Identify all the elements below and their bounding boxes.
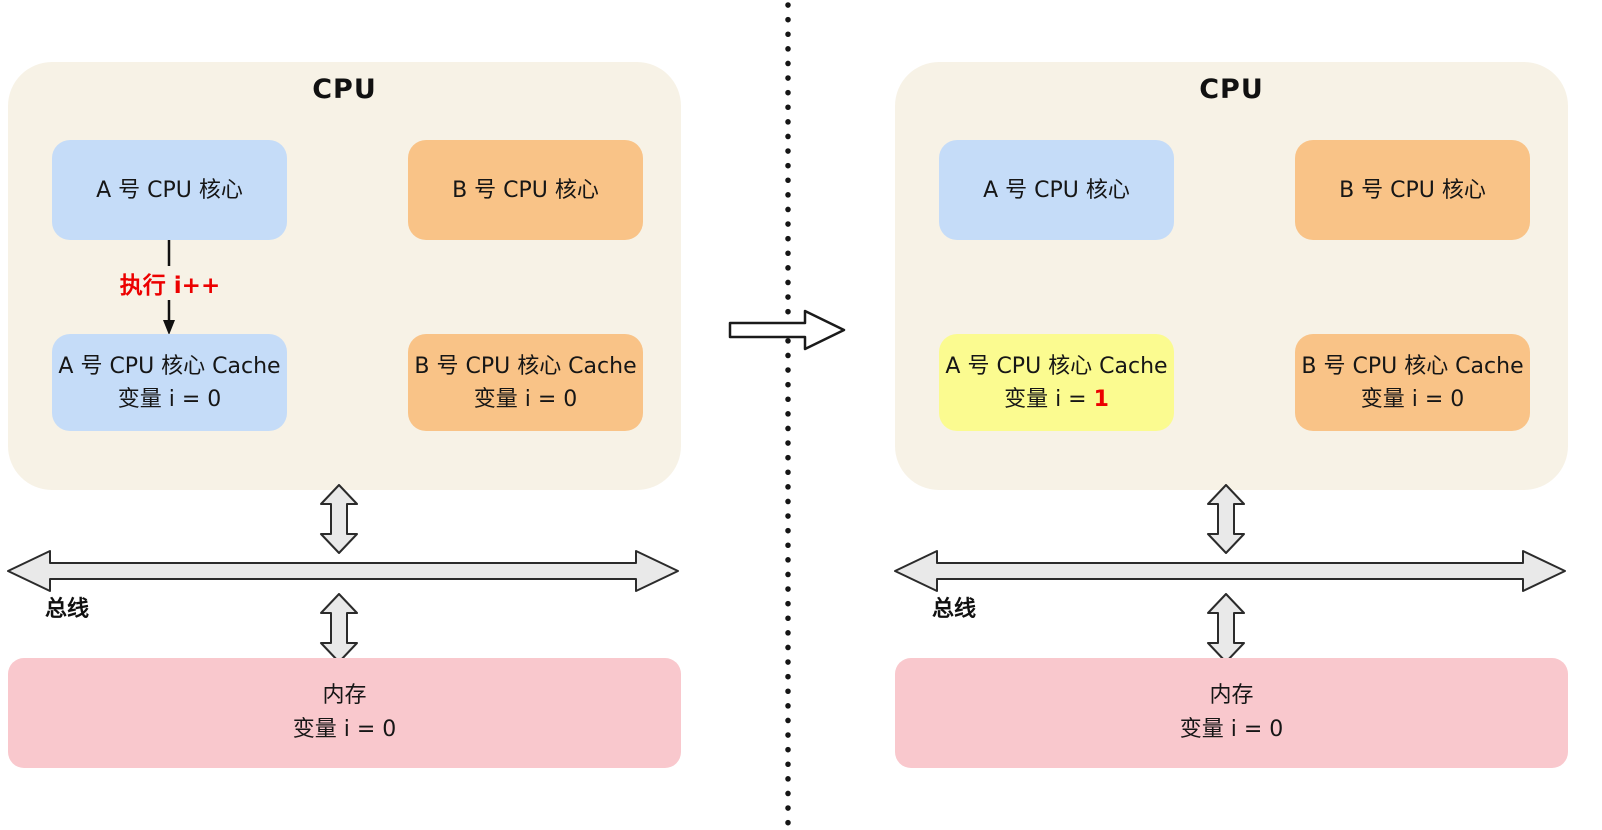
cpu-panel-left: CPU A 号 CPU 核心 B 号 CPU 核心 执行 i++ A 号 CPU… [8, 62, 681, 490]
core-b-label: B 号 CPU 核心 [452, 177, 599, 203]
memory-box: 内存 变量 i = 0 [8, 658, 681, 768]
updown-arrow-icon [1207, 593, 1245, 663]
cache-b-title: B 号 CPU 核心 Cache [414, 353, 637, 379]
memory-box: 内存 变量 i = 0 [895, 658, 1568, 768]
cache-a-value-prefix: 变量 i = [1004, 386, 1094, 412]
memory-title: 内存 [322, 682, 367, 708]
bus-label: 总线 [932, 597, 977, 622]
cache-a-box-highlighted: A 号 CPU 核心 Cache 变量 i = 1 [939, 334, 1174, 431]
cache-a-value: 变量 i = 1 [1004, 383, 1109, 416]
cache-b-title: B 号 CPU 核心 Cache [1301, 353, 1524, 379]
cache-a-box: A 号 CPU 核心 Cache 变量 i = 0 [52, 334, 287, 431]
updown-arrow-icon [1207, 484, 1245, 554]
bus-arrow [7, 550, 679, 592]
cpu-panel-right: CPU A 号 CPU 核心 B 号 CPU 核心 A 号 CPU 核心 Cac… [895, 62, 1568, 490]
cache-a-title: A 号 CPU 核心 Cache [945, 353, 1168, 379]
cpu-title: CPU [1199, 74, 1264, 105]
core-b-box: B 号 CPU 核心 [1295, 140, 1530, 240]
dotted-divider [785, 2, 791, 828]
core-b-label: B 号 CPU 核心 [1339, 177, 1486, 203]
cpu-title: CPU [312, 74, 377, 105]
bus-arrow [894, 550, 1566, 592]
memory-value: 变量 i = 0 [1179, 717, 1284, 742]
cache-b-box: B 号 CPU 核心 Cache 变量 i = 0 [1295, 334, 1530, 431]
exec-annotation: 执行 i++ [111, 266, 229, 300]
bus-label: 总线 [45, 597, 90, 622]
cache-b-box: B 号 CPU 核心 Cache 变量 i = 0 [408, 334, 643, 431]
transition-arrow-icon [728, 309, 846, 351]
core-a-label: A 号 CPU 核心 [96, 177, 243, 203]
updown-arrow-icon [320, 593, 358, 663]
memory-title: 内存 [1209, 682, 1254, 708]
core-a-label: A 号 CPU 核心 [983, 177, 1130, 203]
core-a-box: A 号 CPU 核心 [52, 140, 287, 240]
core-b-box: B 号 CPU 核心 [408, 140, 643, 240]
cache-b-value: 变量 i = 0 [473, 386, 578, 412]
cache-a-title: A 号 CPU 核心 Cache [58, 353, 281, 379]
updown-arrow-icon [320, 484, 358, 554]
memory-value: 变量 i = 0 [292, 717, 397, 742]
cache-b-value: 变量 i = 0 [1360, 386, 1465, 412]
cache-a-value-number: 1 [1093, 386, 1109, 412]
core-a-box: A 号 CPU 核心 [939, 140, 1174, 240]
cache-a-value: 变量 i = 0 [117, 386, 222, 412]
